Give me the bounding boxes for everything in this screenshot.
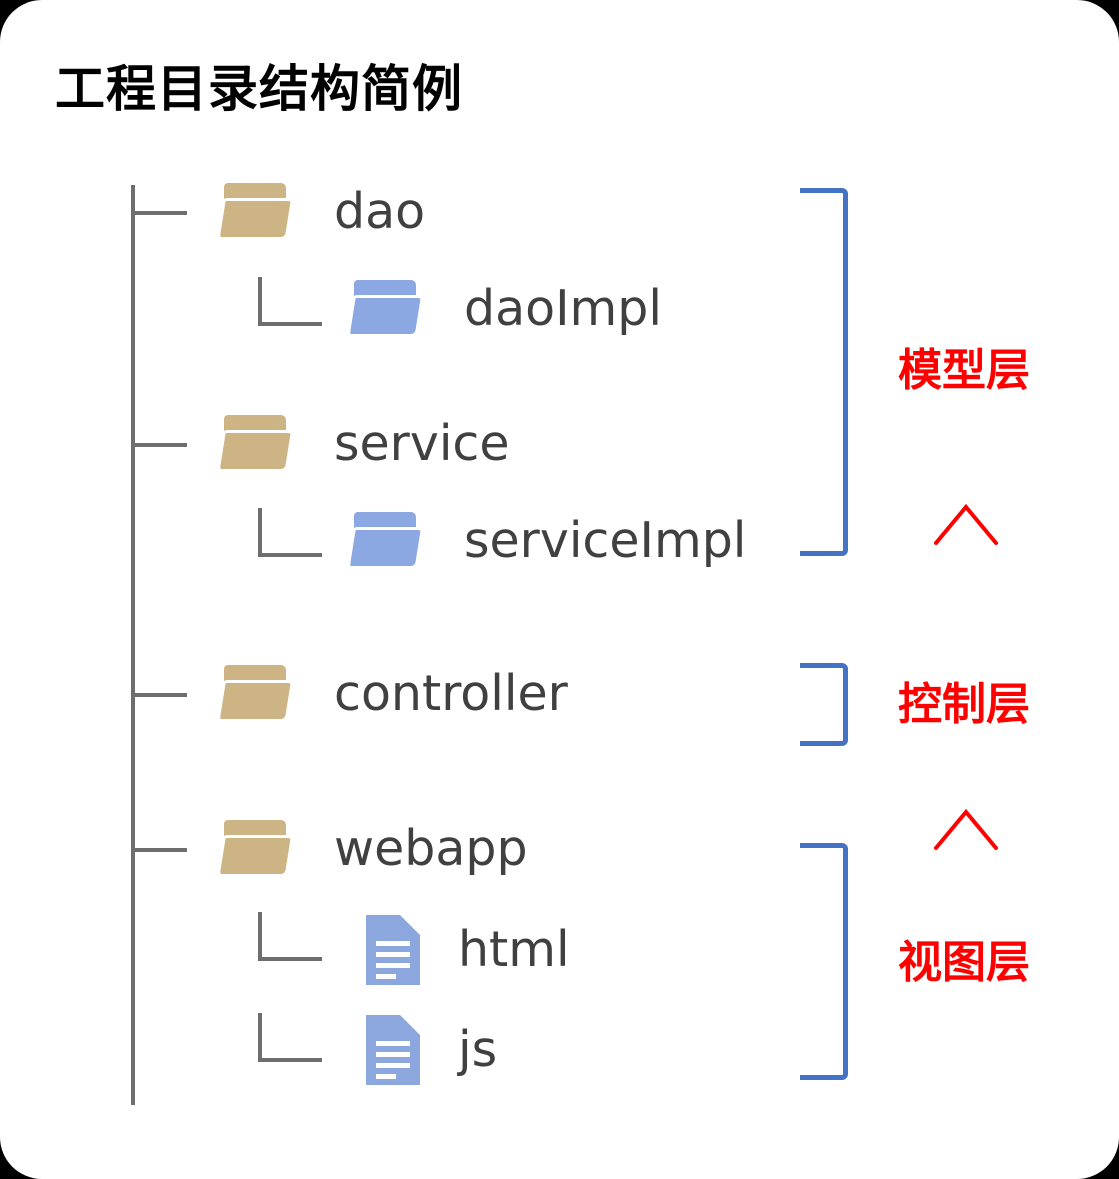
tree-node-webapp[interactable]: webapp — [216, 817, 528, 881]
tree-node-controller[interactable]: controller — [216, 662, 568, 726]
tree-node-label: js — [458, 1021, 498, 1078]
layer-label-control: 控制层 — [898, 679, 1030, 730]
folder-blue-icon — [346, 510, 426, 572]
tree-elbow-js — [258, 1013, 322, 1062]
tree-branch-controller — [131, 693, 187, 697]
tree-node-label: serviceImpl — [464, 512, 747, 569]
tree-branch-dao — [131, 211, 187, 215]
tree-node-html[interactable]: html — [366, 915, 570, 985]
tree-elbow-serviceimpl — [258, 508, 322, 557]
tree-node-label: service — [334, 415, 510, 472]
caret-up-icon — [932, 503, 1000, 547]
folder-blue-icon — [346, 278, 426, 340]
tree-node-label: html — [458, 921, 570, 978]
folder-tan-icon — [216, 818, 296, 880]
caret-up-icon — [932, 808, 1000, 852]
tree-elbow-daoimpl — [258, 277, 322, 326]
tree-branch-service — [131, 443, 187, 447]
bracket-view-layer — [800, 843, 848, 1080]
tree-node-dao[interactable]: dao — [216, 180, 426, 244]
tree-node-label: webapp — [334, 820, 528, 877]
tree-node-label: daoImpl — [464, 280, 663, 337]
layer-label-view: 视图层 — [898, 937, 1030, 988]
page-title: 工程目录结构简例 — [55, 59, 463, 118]
tree-node-daoimpl[interactable]: daoImpl — [346, 277, 663, 341]
bracket-control-layer — [800, 663, 848, 746]
tree-node-service[interactable]: service — [216, 412, 510, 476]
tree-node-label: dao — [334, 183, 426, 240]
folder-tan-icon — [216, 181, 296, 243]
tree-trunk-line — [131, 185, 135, 1105]
tree-node-js[interactable]: js — [366, 1015, 498, 1085]
folder-tan-icon — [216, 413, 296, 475]
folder-tan-icon — [216, 663, 296, 725]
tree-elbow-html — [258, 912, 322, 961]
layer-label-model: 模型层 — [898, 345, 1030, 396]
file-doc-icon — [366, 1015, 420, 1085]
tree-node-serviceimpl[interactable]: serviceImpl — [346, 509, 747, 573]
file-doc-icon — [366, 915, 420, 985]
bracket-model-layer — [800, 188, 848, 556]
tree-branch-webapp — [131, 848, 187, 852]
tree-node-label: controller — [334, 665, 568, 722]
